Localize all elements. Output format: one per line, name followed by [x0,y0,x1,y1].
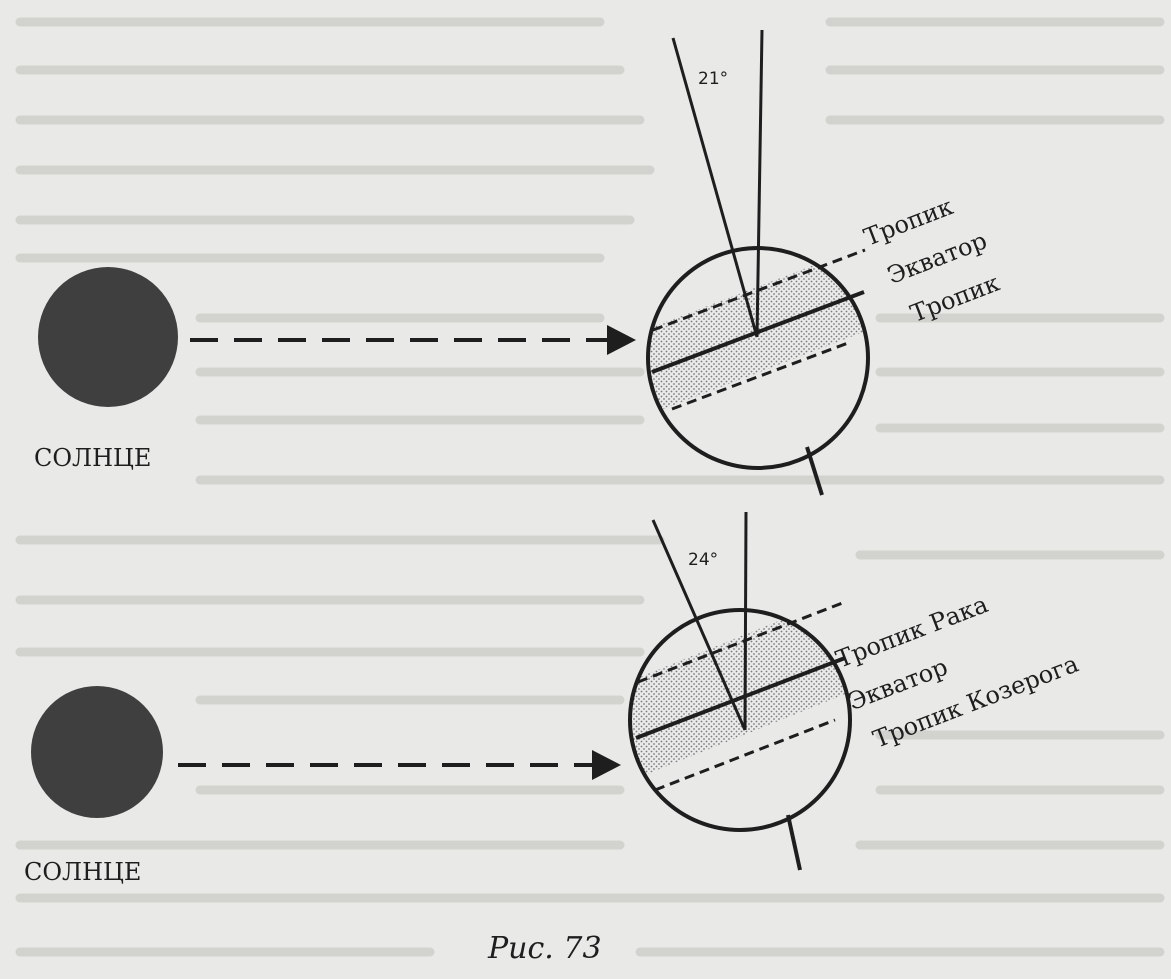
tropic-of-cancer-label: Тропик Рака [832,590,992,674]
arrow-head [607,325,636,355]
sun-disc [31,686,163,818]
figure-caption: Рис. 73 [487,931,602,966]
arrow-head [592,750,621,780]
sun-label: СОЛНЦЕ [24,858,141,886]
tropic-of-cancer-line [637,600,846,684]
earth-globe: 21° [646,29,870,496]
zone-labels: Тропик Экватор Тропик [860,192,1003,328]
tropic-of-capricorn-line [654,718,836,792]
equator-line [635,656,846,740]
earth-axis-north [651,519,747,731]
earth-globe: 24° [628,511,852,871]
background-text-lines [15,17,1165,957]
vertical-reference-line [743,511,748,731]
tilt-angle-label: 24° [688,550,718,570]
zone-labels: Тропик Рака Экватор Тропик Козерога [832,590,1082,754]
sun-disc [38,267,178,407]
vertical-reference-line [755,29,764,338]
diagram-top: СОЛНЦЕ 21° Тропик Экватор Тропик [34,29,1003,496]
sun-label: СОЛНЦЕ [34,444,151,472]
earth-axis-south [786,814,802,871]
earth-axis-south [805,446,824,496]
tilt-angle-label: 21° [698,69,728,89]
earth-axis-north [671,37,759,338]
